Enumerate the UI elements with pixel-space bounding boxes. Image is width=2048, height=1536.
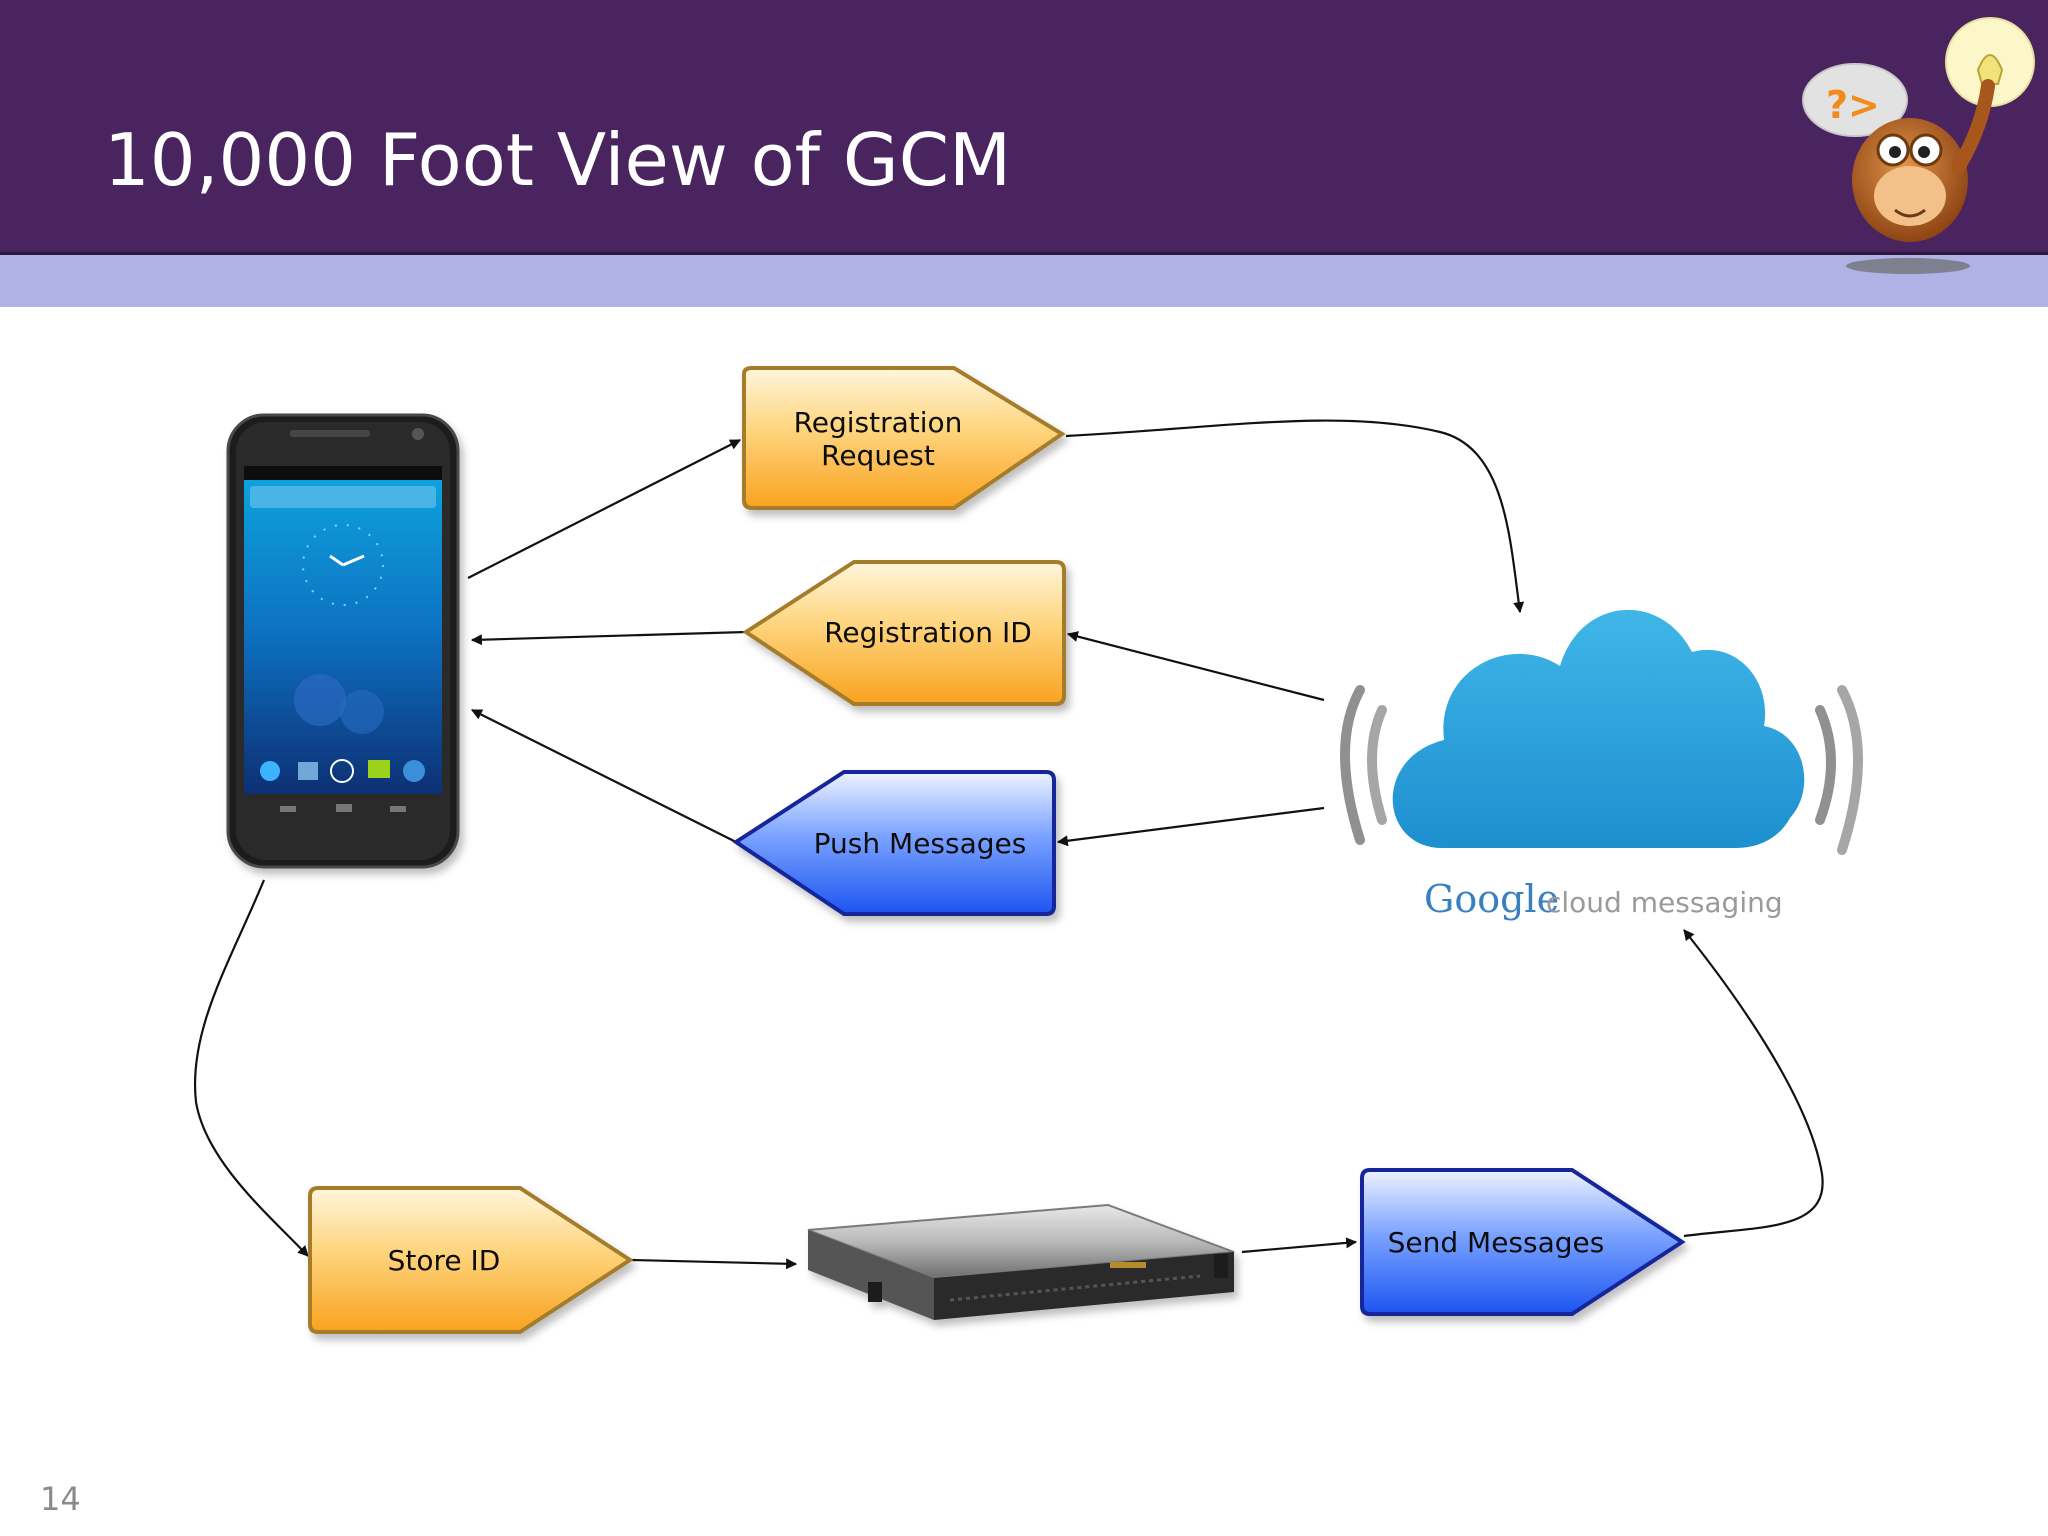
arrow-cloud-to-push-messages: [1056, 806, 1325, 847]
push-messages-node: Push Messages: [732, 770, 1056, 916]
rack-server-icon: [807, 1203, 1235, 1320]
arrow-registration-request-to-cloud: [1065, 419, 1525, 614]
gcm-cloud-icon: [1340, 609, 1863, 855]
registration-request-line2: Request: [821, 439, 935, 472]
arrow-store-id-to-server: [631, 1258, 798, 1270]
android-phone-icon: [226, 413, 460, 869]
registration-request-line1: Registration: [794, 406, 963, 439]
arrow-push-messages-to-phone: [471, 709, 737, 843]
arrow-phone-to-store-id: [193, 879, 309, 1257]
gcm-logo-product: cloud messaging: [1546, 886, 1783, 919]
connectors: [193, 419, 1824, 1270]
gcm-logo-brand: Google: [1424, 877, 1559, 921]
registration-id-label: Registration ID: [824, 616, 1032, 649]
monkey-mascot-icon: ?>: [1802, 17, 2035, 274]
header-bar: [0, 0, 2048, 255]
push-messages-label: Push Messages: [814, 827, 1027, 860]
page-number: 14: [40, 1480, 81, 1518]
arrow-send-messages-to-cloud: [1683, 929, 1824, 1238]
arrow-server-to-send-messages: [1241, 1237, 1358, 1254]
header-stripe: [0, 255, 2048, 307]
send-messages-label: Send Messages: [1388, 1226, 1605, 1259]
arrow-phone-to-registration-request: [467, 439, 741, 579]
slide-title: 10,000 Foot View of GCM: [104, 118, 1012, 202]
svg-text:?>: ?>: [1826, 83, 1880, 127]
registration-id-node: Registration ID: [742, 560, 1066, 706]
arrow-cloud-to-registration-id: [1066, 631, 1325, 702]
gcm-logo: Google cloud messaging: [1424, 877, 1783, 921]
registration-request-node: Registration Request: [742, 366, 1066, 510]
store-id-node: Store ID: [308, 1186, 634, 1334]
send-messages-node: Send Messages: [1360, 1168, 1686, 1316]
store-id-label: Store ID: [388, 1244, 501, 1277]
arrow-registration-id-to-phone: [470, 630, 747, 646]
